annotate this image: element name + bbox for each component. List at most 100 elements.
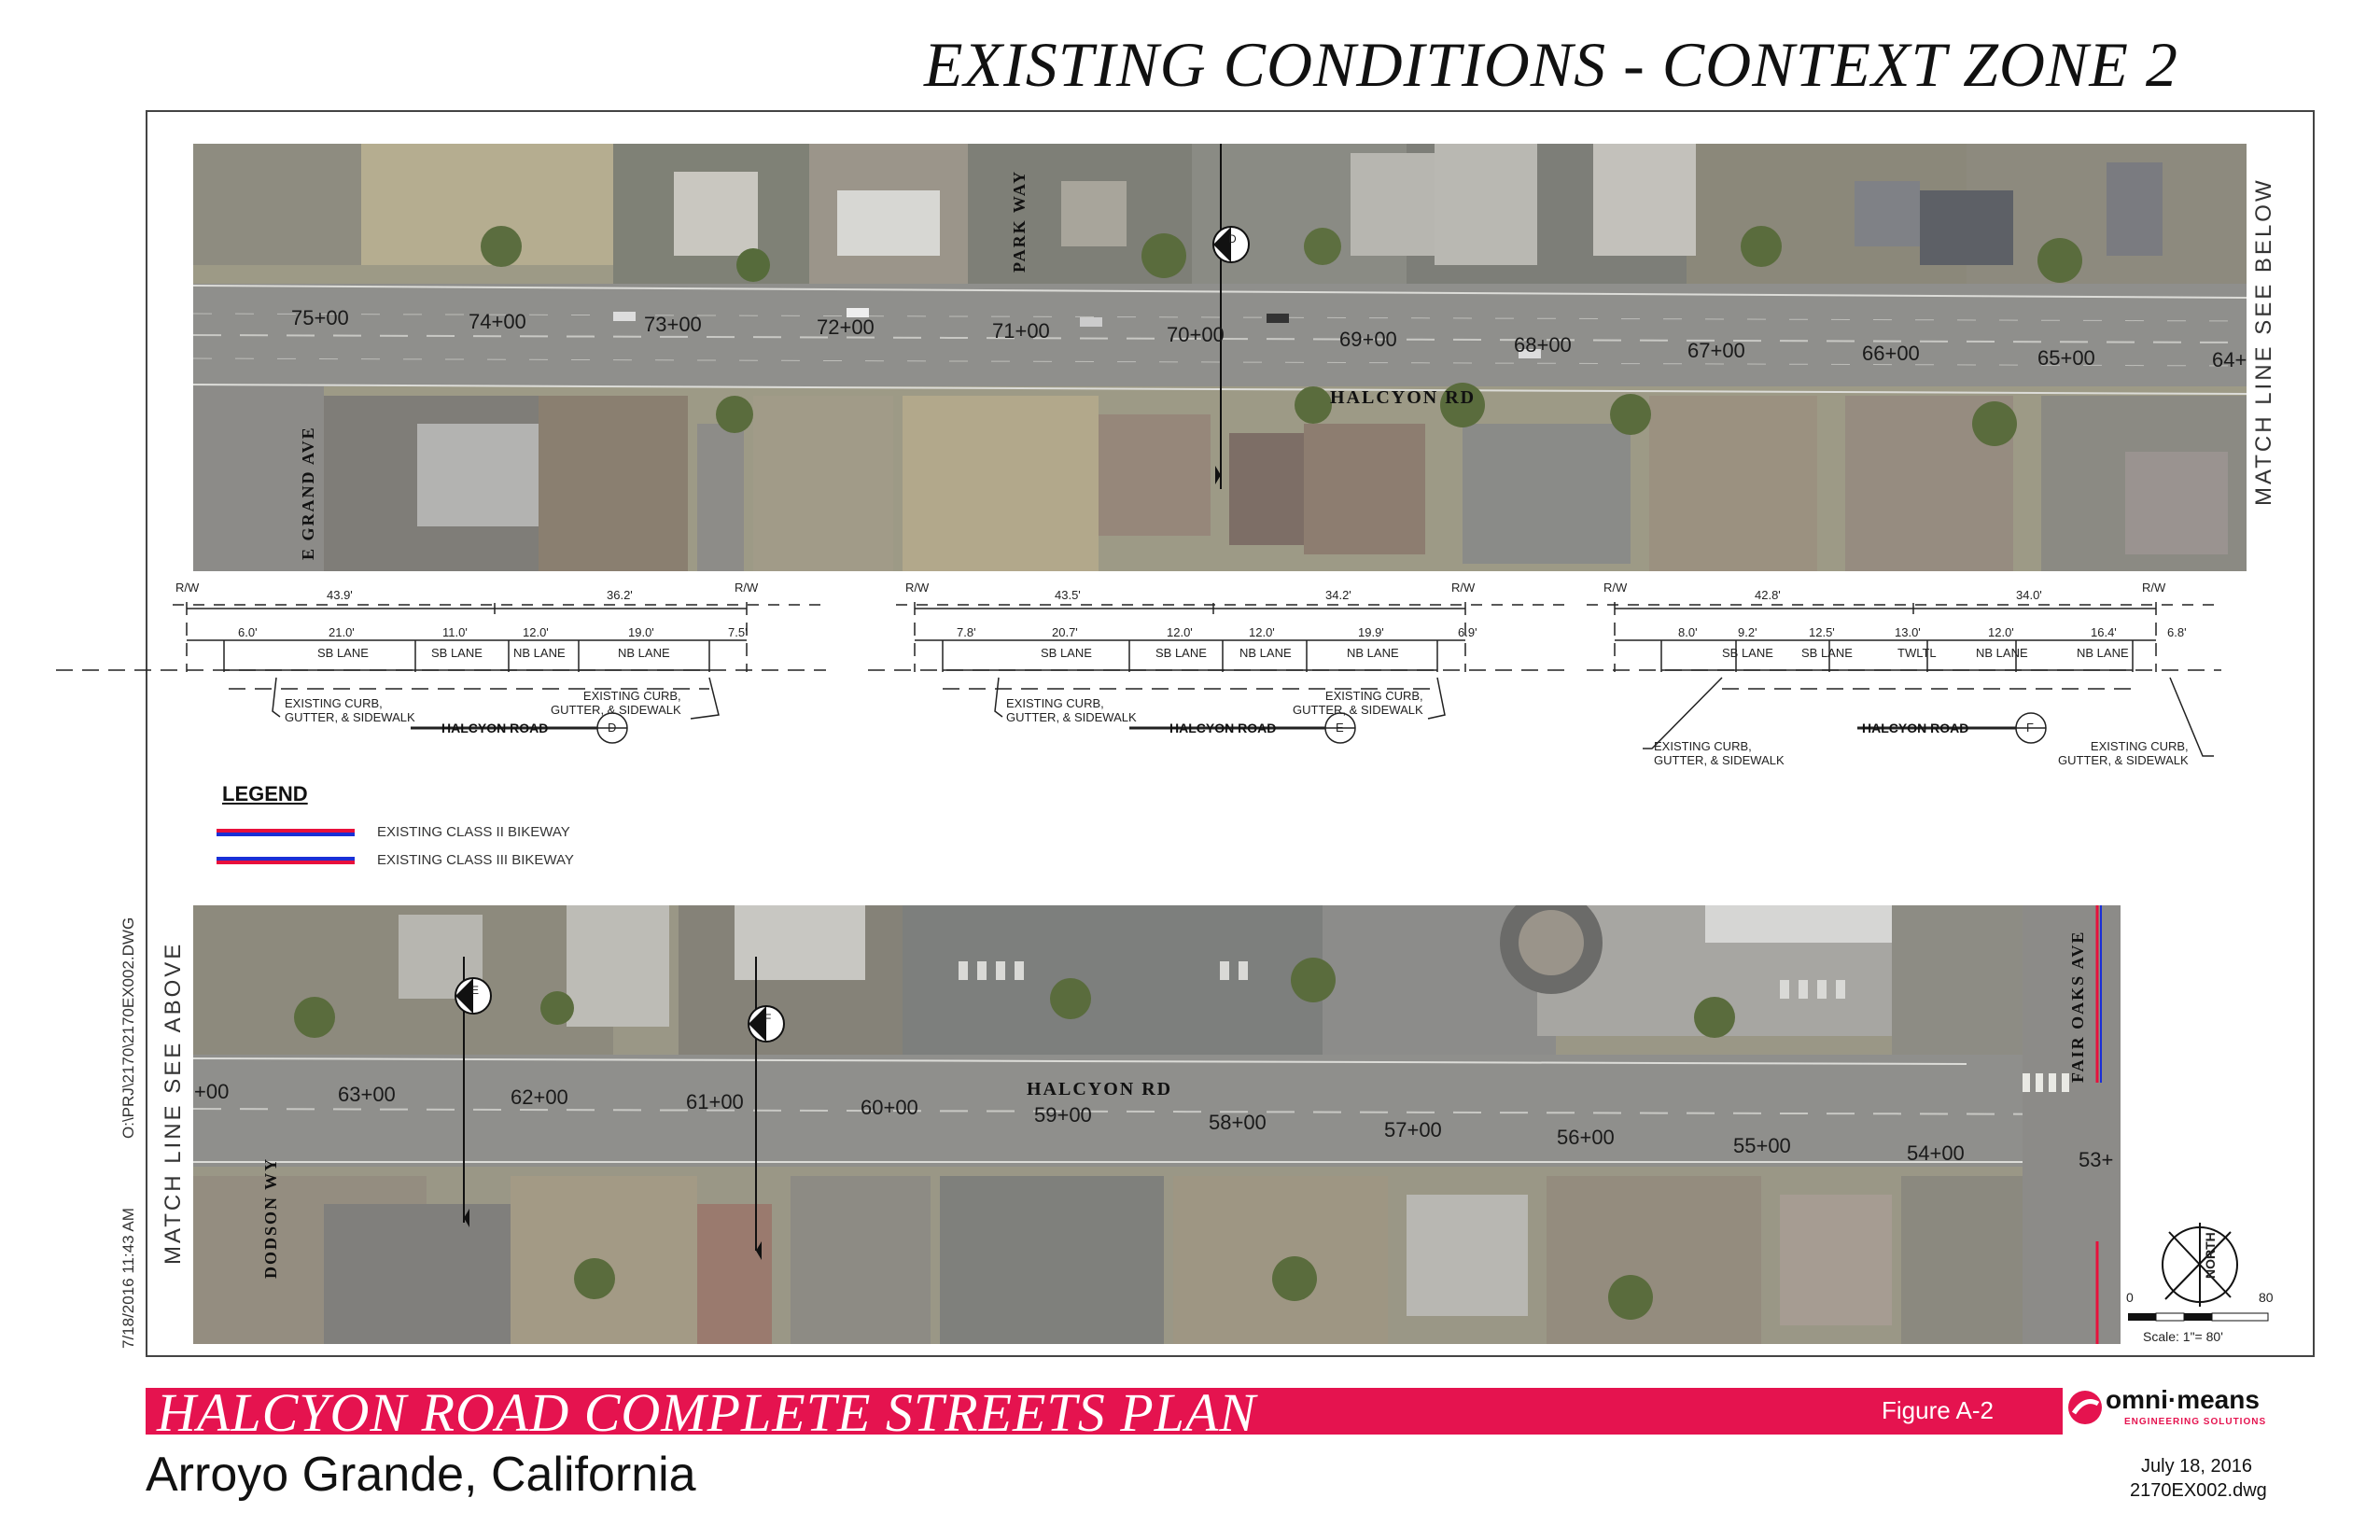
xs-f-curb-left-2: GUTTER, & SIDEWALK	[1654, 753, 1785, 767]
location-subtitle: Arroyo Grande, California	[146, 1448, 696, 1502]
xs-f-dim: 9.2'	[1738, 625, 1757, 639]
xs-f-dim: 12.5'	[1809, 625, 1835, 639]
sheet-frame	[146, 110, 2315, 1357]
station-label: 65+00	[2037, 346, 2095, 370]
xs-e-total-right: 34.2'	[1325, 588, 1351, 602]
xs-d-curb-right-2: GUTTER, & SIDEWALK	[551, 703, 681, 717]
sheet-file: 2170EX002.dwg	[2130, 1480, 2267, 1501]
xs-e-dim: 20.7'	[1052, 625, 1078, 639]
xs-d-curb-left-1: EXISTING CURB,	[285, 696, 383, 710]
xs-f-curb-left-1: EXISTING CURB,	[1654, 739, 1752, 753]
xs-e-curb-left: EXISTING CURB, GUTTER, & SIDEWALK	[1006, 696, 1137, 724]
xs-f-total-right: 34.0'	[2016, 588, 2042, 602]
xs-e-lane: SB LANE	[1041, 646, 1092, 660]
xs-e-curb-right: EXISTING CURB, GUTTER, & SIDEWALK	[1293, 689, 1423, 717]
legend-label-class-iii: EXISTING CLASS III BIKEWAY	[377, 852, 574, 868]
station-label: 53+	[2079, 1148, 2114, 1171]
xs-d-lane: SB LANE	[317, 646, 369, 660]
station-label: +00	[194, 1080, 230, 1103]
station-label: 69+00	[1339, 328, 1397, 351]
section-marker-e-letter: E	[471, 984, 480, 997]
xs-e-total-left: 43.5'	[1055, 588, 1081, 602]
xs-e-dim: 7.8'	[957, 625, 976, 639]
station-label: 60+00	[861, 1096, 918, 1119]
plan-title: HALCYON ROAD COMPLETE STREETS PLAN	[157, 1382, 1256, 1443]
xs-f-dim: 8.0'	[1678, 625, 1698, 639]
xs-f-lane: SB LANE	[1801, 646, 1853, 660]
cross-section-lines	[56, 602, 2221, 757]
xs-e-curb-left-1: EXISTING CURB,	[1006, 696, 1104, 710]
station-label: 66+00	[1862, 342, 1920, 365]
bottom-aerial-map: E F	[193, 905, 2121, 1344]
xs-e-dim: 12.0'	[1249, 625, 1275, 639]
station-label: 57+00	[1384, 1118, 1442, 1141]
xs-e-curb-right-1: EXISTING CURB,	[1324, 689, 1423, 703]
top-road-label: HALCYON RD	[1330, 387, 1477, 408]
station-label: 61+00	[686, 1090, 744, 1113]
xs-f-lane: NB LANE	[1976, 646, 2028, 660]
legend-label-class-ii: EXISTING CLASS II BIKEWAY	[377, 824, 570, 840]
xs-d-rw-left: R/W	[175, 581, 200, 595]
xs-d-total-right: 36.2'	[607, 588, 633, 602]
xs-f-total-left: 42.8'	[1755, 588, 1781, 602]
xs-d-curb-left-2: GUTTER, & SIDEWALK	[285, 710, 415, 724]
xs-e-curb-right-2: GUTTER, & SIDEWALK	[1293, 703, 1423, 717]
xs-d-dim: 6.0'	[238, 625, 258, 639]
station-label: 70+00	[1167, 323, 1225, 346]
xs-d-curb-left: EXISTING CURB, GUTTER, & SIDEWALK	[285, 696, 415, 724]
xs-f-curb-left: EXISTING CURB, GUTTER, & SIDEWALK	[1654, 739, 1785, 767]
xs-f-title: HALCYON ROAD	[1862, 721, 1969, 735]
logo-text: omni·means	[2106, 1385, 2260, 1414]
station-label: 58+00	[1209, 1111, 1267, 1134]
xs-e-lane: NB LANE	[1239, 646, 1292, 660]
station-label: 54+00	[1907, 1141, 1965, 1165]
timestamp-stamp: 7/18/2016 11:43 AM	[119, 1208, 137, 1349]
station-label: 73+00	[644, 313, 702, 336]
xs-f-lane: TWLTL	[1897, 646, 1937, 660]
station-label: 59+00	[1034, 1103, 1092, 1127]
street-label-park: PARK WAY	[1010, 169, 1029, 273]
street-label-grand: E GRAND AVE	[299, 426, 317, 560]
legend-title: LEGEND	[222, 782, 308, 805]
xs-e-dim: 6.9'	[1458, 625, 1477, 639]
file-path-stamp: O:\PRJ\2170\2170EX002.DWG	[119, 917, 137, 1139]
xs-d-dim: 19.0'	[628, 625, 654, 639]
xs-f-dim: 16.4'	[2091, 625, 2117, 639]
station-label: 67+00	[1687, 339, 1745, 362]
xs-d-dim: 7.5'	[728, 625, 748, 639]
north-label: NORTH	[2203, 1232, 2218, 1279]
station-label: 74+00	[469, 310, 526, 333]
xs-e-dim: 19.9'	[1358, 625, 1384, 639]
station-label: 68+00	[1514, 333, 1572, 357]
xs-f-letter: F	[2026, 721, 2034, 735]
xs-d-curb-right: EXISTING CURB, GUTTER, & SIDEWALK	[551, 689, 681, 717]
xs-d-dim: 12.0'	[523, 625, 549, 639]
xs-d-dim: 21.0'	[329, 625, 355, 639]
xs-f-lane: SB LANE	[1722, 646, 1773, 660]
xs-d-title: HALCYON ROAD	[441, 721, 549, 735]
xs-f-curb-right-1: EXISTING CURB,	[2090, 739, 2189, 753]
bottom-road-label: HALCYON RD	[1027, 1079, 1173, 1099]
xs-f-lane: NB LANE	[2077, 646, 2129, 660]
logo-subtext: ENGINEERING SOLUTIONS	[2124, 1417, 2267, 1427]
station-label: 72+00	[817, 315, 875, 339]
xs-d-dim: 11.0'	[442, 625, 468, 639]
match-line-above: MATCH LINE SEE ABOVE	[161, 941, 186, 1265]
company-logo: omni·means ENGINEERING SOLUTIONS	[2063, 1383, 2317, 1439]
scale-zero: 0	[2126, 1290, 2134, 1305]
scale-eighty: 80	[2259, 1290, 2274, 1305]
figure-label: Figure A-2	[1882, 1396, 1994, 1424]
section-marker-d-letter: D	[1228, 232, 1237, 245]
sheet-date: July 18, 2016	[2141, 1456, 2252, 1477]
xs-d-lane: NB LANE	[513, 646, 566, 660]
section-lines-e-f	[455, 957, 785, 1260]
page-title: EXISTING CONDITIONS - CONTEXT ZONE 2	[924, 29, 2178, 100]
xs-e-lane: SB LANE	[1155, 646, 1207, 660]
xs-d-total-left: 43.9'	[327, 588, 353, 602]
xs-e-rw-left: R/W	[905, 581, 930, 595]
xs-d-lane: NB LANE	[618, 646, 670, 660]
street-label-dodson: DODSON WY	[261, 1156, 280, 1279]
station-label: 56+00	[1557, 1126, 1615, 1149]
xs-d-letter: D	[608, 721, 617, 735]
station-label: 71+00	[992, 319, 1050, 343]
